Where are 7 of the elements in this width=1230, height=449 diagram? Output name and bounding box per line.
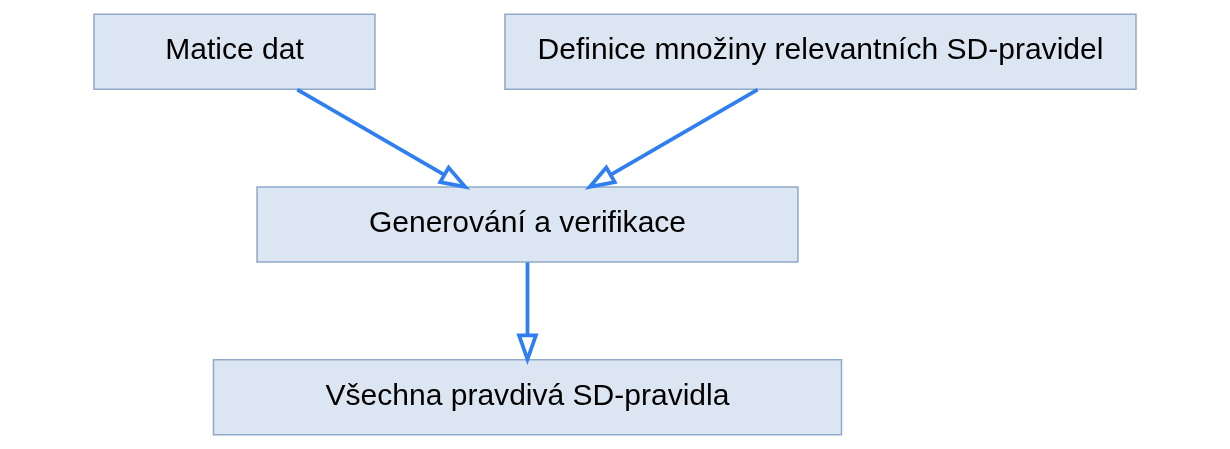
arrow xyxy=(516,262,539,366)
node-box: Všechna pravdivá SD-pravidla xyxy=(212,358,843,436)
node-box: Matice dat xyxy=(93,13,376,91)
node-box: Generování a verifikace xyxy=(256,186,799,263)
node-box: Definice množiny relevantních SD-pravidel xyxy=(504,13,1137,91)
arrow xyxy=(296,88,471,190)
arrow xyxy=(584,88,759,190)
